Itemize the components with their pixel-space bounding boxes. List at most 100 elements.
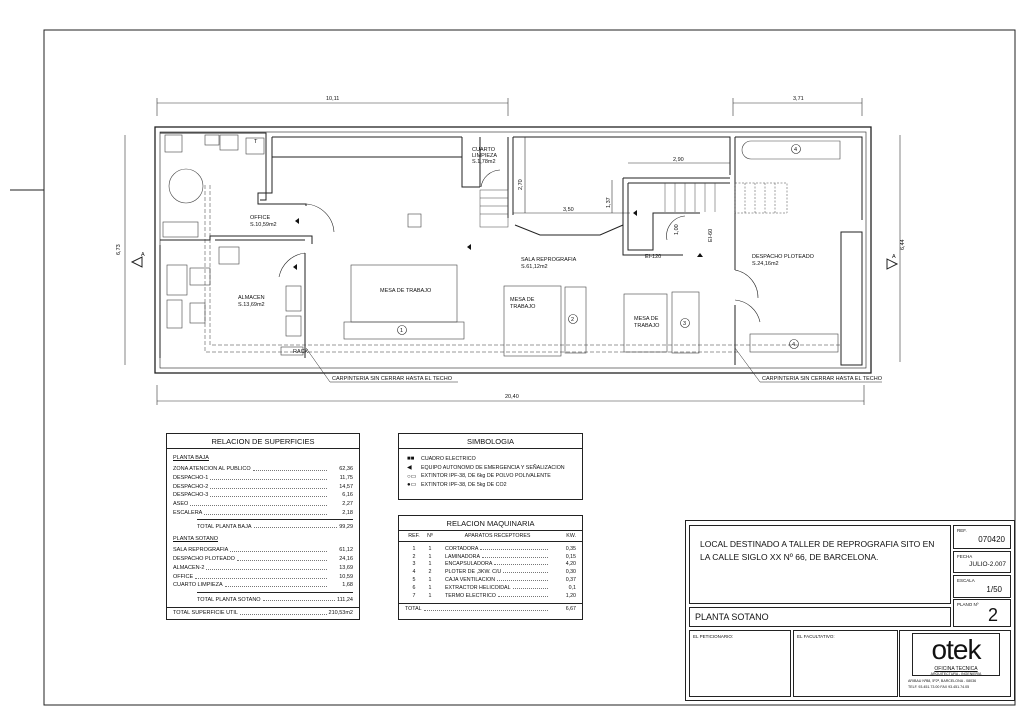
surface-value: 2,27 (342, 501, 353, 508)
surface-value: 14,57 (339, 483, 353, 490)
logo-address: ARIBAU Nº88, 5º2ª, BARCELONA - 08036 (908, 679, 977, 683)
machine-count: 1 (428, 584, 432, 591)
leader-dots (252, 467, 327, 472)
description-line-2: LA CALLE SIGLO XX Nº 66, DE BARCELONA. (700, 552, 879, 562)
description-line-1: LOCAL DESTINADO A TALLER DE REPROGRAFIA … (700, 539, 935, 549)
ref-value: 070420 (978, 535, 1005, 544)
room-almacen-area: S.13,69m2 (238, 302, 265, 308)
mesa-2-label-2: TRABAJO (510, 304, 536, 310)
machine-count: 1 (428, 561, 432, 568)
machine-2: 2 (571, 317, 574, 323)
room-office-name: OFFICE (250, 215, 270, 221)
logo-phone: TELF. 93.451.73.00 FAX 93.451.74.05 (908, 685, 970, 689)
surface-value: 2,18 (342, 509, 353, 516)
surface-name: DESPACHO PLOTEADO (173, 556, 235, 563)
section-label-left: A (141, 252, 145, 258)
section-label-right: A (892, 254, 896, 260)
machine-kw: 0,15 (565, 553, 576, 560)
emergency-light-icon: ◀ (407, 465, 412, 472)
logo-wordmark: otek (931, 634, 982, 665)
surface-value: 1,68 (342, 582, 353, 589)
dim-right: 6,44 (900, 239, 906, 250)
room-office-area: S.10,59m2 (250, 222, 277, 228)
dim-bottom: 20,40 (505, 394, 519, 400)
powder-extinguisher-icon: ○▭ (407, 473, 417, 480)
note-carpinteria-1: CARPINTERIA SIN CERRAR HASTA EL TECHO (332, 376, 453, 382)
sotano-total-label: TOTAL PLANTA SOTANO (197, 596, 261, 603)
machine-ref: 1 (412, 545, 416, 552)
door-ei120-label: EI-120 (645, 254, 661, 260)
peticionario-label: EL PETICIONARIO: (693, 634, 734, 639)
machinery-total-row: TOTAL 6,67 (399, 602, 582, 615)
section-mark-left-icon (130, 256, 143, 268)
escala-value: 1/50 (986, 585, 1002, 594)
machinery-total-label: TOTAL (405, 606, 422, 613)
dim-cuarto: 2,70 (518, 179, 524, 190)
leader-dots (224, 583, 327, 588)
legend-item: ◀EQUIPO AUTONOMO DE EMERGENCIA Y SEÑALIZ… (407, 464, 574, 473)
machine-count: 1 (428, 592, 432, 599)
dim-top-right: 3,71 (793, 96, 804, 102)
logo-cell: otek OFICINA TECNICA ARQUITECTURA - INGE… (899, 630, 1011, 697)
machine-count: 2 (428, 569, 432, 576)
mesa-1-label: MESA DE TRABAJO (380, 288, 432, 294)
leader-dots (236, 557, 327, 562)
machine-kw: 1,20 (565, 592, 576, 599)
util-total-label: TOTAL SUPERFICIE UTIL (173, 610, 238, 617)
legend-item: ●▭EXTINTOR IPF-38, DE 5kg DE CO2 (407, 481, 574, 490)
machine-name: CORTADORA (445, 545, 479, 552)
machine-ref: 6 (412, 584, 416, 591)
note-leaders (305, 347, 882, 383)
dimension-lines (124, 98, 901, 405)
leader-dots (190, 502, 327, 507)
ref-cell: REF.070420 (953, 525, 1011, 549)
otek-logo: otek OFICINA TECNICA ARQUITECTURA - INGE… (912, 633, 1000, 676)
rack (280, 346, 304, 356)
machine-kw: 4,20 (565, 561, 576, 568)
facultativo-cell: EL FACULTATIVO: (793, 630, 898, 697)
note-carpinteria-2: CARPINTERIA SIN CERRAR HASTA EL TECHO (762, 376, 883, 382)
machinery-total-value: 6,67 (565, 606, 576, 613)
surface-name: OFFICE (173, 573, 194, 580)
section-mark-right-icon (886, 258, 899, 270)
plano-label: PLANO Nº (957, 602, 979, 607)
sheet-border (43, 29, 1016, 706)
door-ei60-label: EI-60 (708, 229, 714, 242)
logo-subtitle: OFICINA TECNICA (934, 666, 978, 672)
machinery-header: REF. Nº APARATOS RECEPTORES KW. (399, 531, 582, 542)
facultativo-label: EL FACULTATIVO: (797, 634, 835, 639)
header-aparatos: APARATOS RECEPTORES (464, 533, 531, 539)
room-sala-area: S.61,12m2 (521, 264, 548, 270)
machine-count: 1 (428, 545, 432, 552)
dim-door: 1,00 (674, 224, 680, 235)
room-cuarto-area: S.1,78m2 (472, 159, 496, 165)
surface-value: 24,16 (339, 556, 353, 563)
machine-ref: 5 (412, 577, 416, 584)
machine-count: 1 (428, 577, 432, 584)
surface-name: DESPACHO-2 (173, 483, 209, 490)
leader-dots (230, 548, 327, 553)
machine-name: PLOTER DE ,3KW. C/U (445, 569, 502, 576)
dim-top-left: 10,11 (326, 96, 339, 102)
machine-kw: 0,1 (568, 584, 576, 591)
machine-name: ENCAPSULADORA (445, 561, 493, 568)
machine-ref: 7 (412, 592, 416, 599)
mesa-3-label-2: TRABAJO (634, 323, 660, 329)
surfaces-table: RELACION DE SUPERFICIES PLANTA BAJA ZONA… (166, 433, 360, 620)
machine-kw: 0,37 (565, 577, 576, 584)
machine-1: 1 (400, 328, 403, 334)
surface-name: ZONA ATENCION AL PUBLICO (173, 466, 251, 473)
surface-name: ESCALERA (173, 509, 203, 516)
leader-dots (195, 575, 327, 579)
